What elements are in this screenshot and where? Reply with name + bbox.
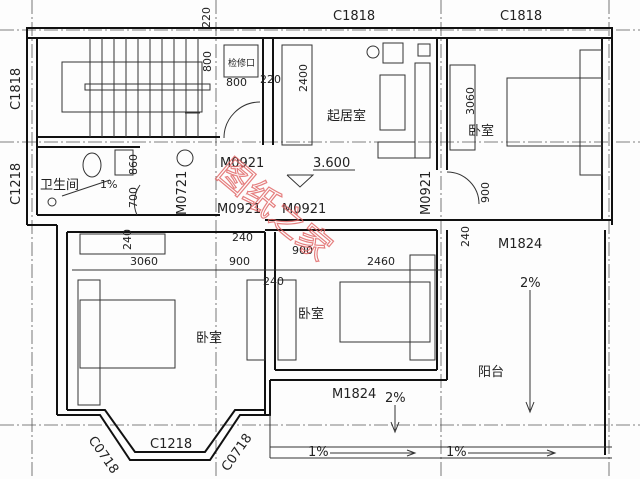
dimension: 2460	[367, 255, 395, 268]
slope-label: 2%	[385, 391, 406, 406]
access-hatch	[223, 44, 259, 78]
dimension: 240	[232, 231, 253, 244]
wardrobes	[79, 44, 476, 361]
dimension: 900	[479, 182, 492, 203]
elevation-mark	[286, 169, 355, 188]
slope-label: 1%	[446, 445, 467, 460]
door-swings	[133, 101, 480, 216]
bathroom-fixtures	[47, 149, 194, 207]
door-label: M0921	[217, 202, 261, 217]
dimension: 900	[229, 255, 250, 268]
door-label: M0921	[282, 202, 326, 217]
door-label: M0921	[419, 171, 434, 215]
dimension: 800	[201, 51, 214, 72]
dimension: 860	[127, 154, 140, 175]
bed-mid	[339, 254, 436, 361]
access-hatch-label: 检修口	[228, 57, 255, 69]
door-label: M1824	[498, 237, 542, 252]
room-label-bedroom-left: 卧室	[196, 330, 222, 346]
window-label: C1218	[150, 437, 192, 452]
room-label-living: 起居室	[327, 108, 366, 124]
dimension: 700	[127, 187, 140, 208]
elevation-label: 3.600	[313, 156, 350, 171]
door-label: M0721	[175, 171, 190, 215]
door-label: M0921	[220, 156, 264, 171]
window-label: C1818	[9, 68, 24, 110]
room-label-bathroom: 卫生间	[40, 178, 79, 193]
slope-label: 2%	[520, 276, 541, 291]
dimension: 2400	[297, 64, 310, 92]
window-label: C1818	[500, 9, 542, 24]
dimension: 3060	[130, 255, 158, 268]
bed-left	[77, 279, 176, 406]
dimension: 3060	[464, 87, 477, 115]
room-label-balcony: 阳台	[478, 365, 504, 380]
slope-arrows	[330, 290, 557, 457]
slope-label: 1%	[100, 178, 117, 191]
window-label: C1218	[9, 163, 24, 205]
window-label: C1818	[333, 9, 375, 24]
slope-label: 1%	[308, 445, 329, 460]
room-label-bedroom-mid: 卧室	[298, 306, 324, 322]
dimension: 800	[226, 76, 247, 89]
dimension: 240	[459, 226, 472, 247]
dimension: 220	[200, 7, 213, 28]
door-label: M1824	[332, 387, 376, 402]
bed-right	[506, 49, 603, 176]
dimension: 220	[260, 73, 281, 86]
room-label-bedroom-right: 卧室	[468, 123, 494, 139]
staircase	[61, 38, 211, 137]
dimension: 240	[263, 275, 284, 288]
dimension: 240	[121, 229, 134, 250]
living-sofa	[366, 42, 431, 159]
dimension: 900	[292, 244, 313, 257]
